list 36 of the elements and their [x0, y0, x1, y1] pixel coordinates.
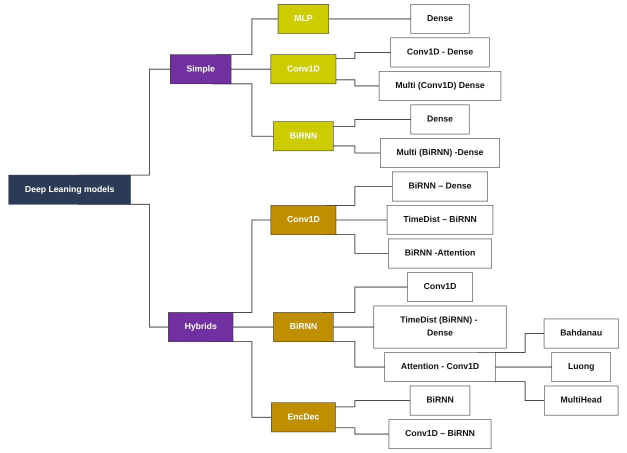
node-box: BiRNN -Attention: [388, 238, 492, 268]
connector: [332, 326, 374, 328]
node-box: MultiHead: [544, 386, 618, 416]
node-box: BiRNN – Dense: [392, 172, 488, 202]
connector: [230, 68, 272, 70]
node-box: Conv1D: [270, 205, 336, 235]
node-box: TimeDist – BiRNN: [386, 205, 494, 235]
node-box: Conv1D: [270, 54, 336, 84]
connector: [336, 79, 380, 86]
node-box: BiRNN: [410, 386, 470, 416]
node-box: Luong: [552, 352, 611, 382]
connector: [335, 400, 410, 408]
node-box: Simple: [170, 54, 232, 84]
node-box: BiRNN: [273, 121, 334, 152]
connector: [232, 326, 274, 328]
connector: [328, 18, 412, 20]
node-box: EncDec: [271, 402, 336, 432]
node-box: Dense: [410, 104, 470, 134]
node-box: Dense: [410, 4, 470, 34]
node-box: Multi (Conv1D) Dense: [378, 71, 502, 101]
node-box: Conv1D – BiRNN: [388, 419, 492, 449]
connector: [332, 119, 412, 127]
node-box: Hybrids: [168, 312, 234, 342]
node-box: BiRNN: [273, 312, 334, 342]
node-box: Bahdanau: [544, 318, 619, 348]
node-box: MLP: [278, 4, 329, 34]
connector: [494, 366, 552, 368]
node-box: Attention - Conv1D: [384, 352, 496, 382]
connector: [336, 52, 392, 59]
node-box: Conv1D: [407, 272, 473, 302]
connector: [335, 427, 390, 434]
node-box: Multi (BiRNN) -Dense: [380, 138, 500, 168]
node-box: TimeDist (BiRNN) - Dense: [374, 306, 506, 348]
node-box: Conv1D - Dense: [390, 38, 490, 68]
connector: [332, 146, 381, 154]
node-box: Deep Leaning models: [8, 174, 131, 205]
